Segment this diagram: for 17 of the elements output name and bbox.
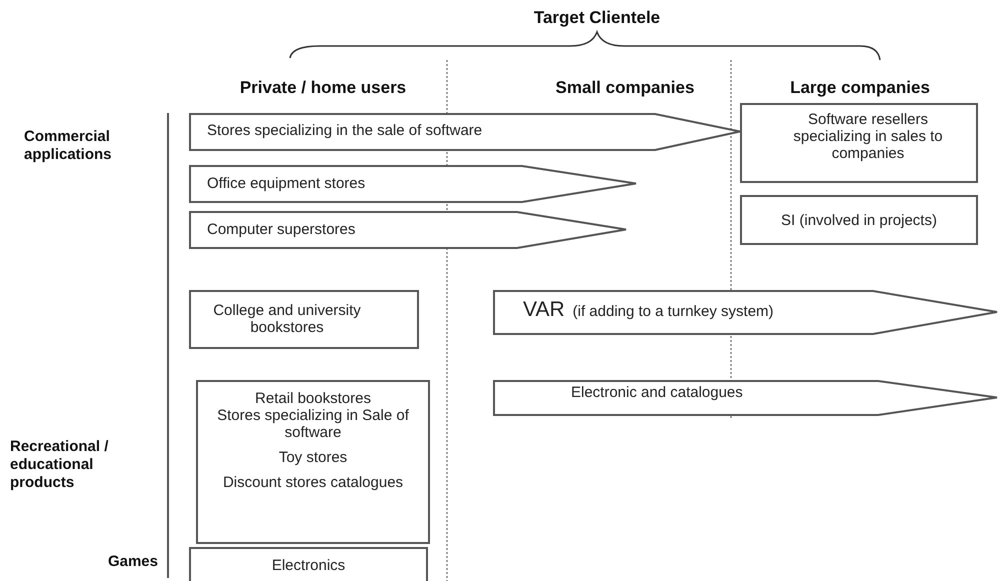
box: Electronics: [189, 547, 428, 581]
arrow-band: Computer superstores: [189, 211, 627, 249]
column-header: Private / home users: [238, 78, 408, 98]
column-header: Small companies: [554, 78, 696, 98]
arrow-band: Electronic and catalogues: [493, 380, 998, 416]
arrow-band: Stores specializing in the sale of software: [189, 113, 741, 151]
box: Retail bookstores Stores specializing in Sale of software Toy stores Discount stores catalogues: [196, 380, 430, 544]
box: SI (involved in projects): [740, 195, 978, 245]
row-header: Commercial applications: [24, 128, 113, 164]
row-header: Recreational / educational products: [10, 438, 110, 492]
box: Software resellers specializing in sales to companies: [740, 103, 978, 183]
column-header: Large companies: [789, 78, 931, 98]
diagram-title: Target Clientele: [532, 8, 662, 28]
arrow-band: VAR (if adding to a turnkey system): [493, 290, 998, 335]
box: College and university bookstores: [189, 290, 419, 349]
row-header: Games: [106, 553, 158, 571]
arrow-band: Office equipment stores: [189, 165, 637, 203]
